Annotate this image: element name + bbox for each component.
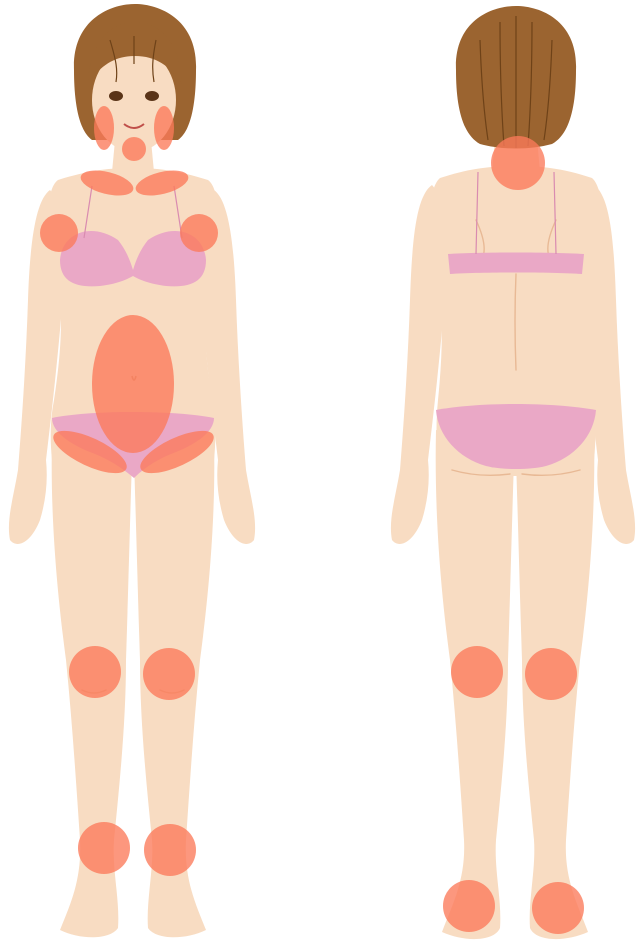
back-heel-left-spot (443, 880, 495, 932)
front-jaw-right-spot (154, 106, 174, 150)
back-bra-band (448, 253, 584, 275)
back-figure (391, 6, 635, 939)
front-shoulder-left-spot (40, 214, 78, 252)
front-right-eye (145, 91, 159, 101)
back-nape-spot (491, 136, 545, 190)
back-knee-right-spot (525, 648, 577, 700)
front-abdomen-spot (92, 315, 174, 453)
front-figure (9, 4, 255, 937)
front-left-eye (109, 91, 123, 101)
back-knee-left-spot (451, 646, 503, 698)
front-knee-right-spot (143, 648, 195, 700)
front-knee-left-spot (69, 646, 121, 698)
front-jaw-left-spot (94, 106, 114, 150)
front-ankle-right-spot (144, 824, 196, 876)
front-shoulder-right-spot (180, 214, 218, 252)
back-heel-right-spot (532, 882, 584, 934)
front-ankle-left-spot (78, 822, 130, 874)
front-throat-spot (122, 137, 146, 161)
